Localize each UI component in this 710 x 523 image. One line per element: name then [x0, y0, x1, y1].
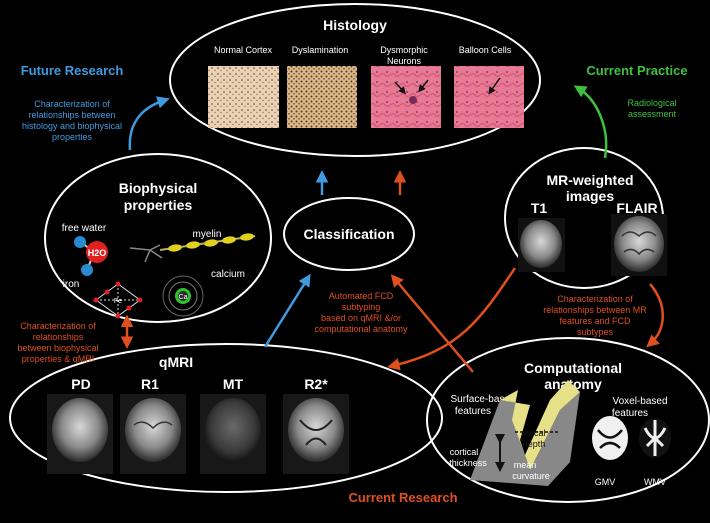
- biophys-qmri-note-line: relationships: [33, 332, 84, 342]
- classification-ellipse: [283, 197, 415, 271]
- biophys-qmri-note-line: between biophysical: [17, 343, 98, 353]
- computational-to-classification-arrow: [390, 274, 474, 373]
- histology-label-balloon-cells: Balloon Cells: [459, 45, 512, 55]
- fe-label: Fe: [114, 298, 122, 305]
- mr-fcd-note-line: Characterization of: [557, 294, 633, 304]
- calcium-atom-icon: [162, 275, 204, 317]
- future-note-line: properties: [52, 132, 93, 142]
- histology-label-dyslamination: Dyslamination: [292, 45, 349, 55]
- gmv-brain-map: [592, 416, 628, 460]
- automated-note-line: Automated FCD: [329, 291, 394, 301]
- histology-pointer-arrow: [488, 77, 501, 95]
- r1-brain: [125, 398, 181, 462]
- free-water-label: free water: [62, 223, 107, 234]
- biophysical-title-line: Biophysical: [119, 180, 198, 196]
- h2o-label: H2O: [88, 248, 107, 258]
- histology-image-dysmorphic-neurons: [371, 66, 441, 128]
- iron-label: iron: [63, 279, 80, 290]
- myelin-neuron-icon: [129, 233, 256, 263]
- water-molecule-icon: [74, 236, 108, 276]
- voxel-features-line: Voxel-based: [612, 396, 667, 407]
- qmri-map-label-mt: MT: [223, 376, 244, 392]
- mr-to-computational-arrow: [646, 283, 664, 348]
- histology-pointer-arrow: [418, 79, 429, 93]
- future-research-arrow: [128, 96, 170, 151]
- histology-label-normal-cortex: Normal Cortex: [214, 45, 273, 55]
- automated-note-line: subtyping: [342, 302, 381, 312]
- future-note-line: Characterization of: [34, 99, 110, 109]
- histology-title: Histology: [323, 17, 387, 33]
- r2star-vessels: [299, 419, 333, 446]
- current-practice-note-line: assessment: [628, 109, 677, 119]
- iron-crystal-icon: [93, 281, 143, 319]
- histology-pointer-arrow: [394, 81, 407, 95]
- myelin-label: myelin: [193, 229, 222, 240]
- pd-brain: [52, 398, 108, 462]
- flair-sulci: [621, 231, 657, 256]
- r1-sulci: [133, 421, 173, 430]
- surface-features-line: features: [455, 406, 491, 417]
- sulcal-depth-line: depth: [523, 439, 546, 449]
- future-note-line: histology and biophysical: [22, 121, 122, 131]
- future-note-line: relationships between: [28, 110, 115, 120]
- histology-image-balloon-cells: [454, 66, 524, 128]
- mr-fcd-note-line: features and FCD: [559, 316, 631, 326]
- histology-label-dysmorphic-1: Dysmorphic: [380, 45, 428, 55]
- sulcal-depth-line: sulcal: [522, 428, 545, 438]
- computational-title-line: anatomy: [544, 376, 602, 392]
- mr-fcd-note-line: relationships between MR: [543, 305, 647, 315]
- current-practice-title: Current Practice: [586, 63, 687, 78]
- qmri-title: qMRI: [159, 354, 193, 370]
- calcium-label: calcium: [211, 269, 245, 280]
- gmv-label: GMV: [595, 477, 616, 487]
- flair-brain: [614, 216, 664, 272]
- histology-ellipse: [169, 3, 541, 157]
- t1-brain: [520, 220, 562, 268]
- classification-title: Classification: [303, 226, 394, 242]
- flair-label: FLAIR: [616, 200, 657, 216]
- voxel-features-line: features: [612, 408, 648, 419]
- mr-weighted-title-line: images: [566, 188, 614, 204]
- biophys-qmri-note-line: properties & qMRI: [22, 354, 95, 364]
- wmv-brain-map: [639, 418, 671, 458]
- histology-image-dyslamination: [287, 66, 357, 128]
- mr-weighted-title-line: MR-weighted: [546, 172, 633, 188]
- histology-label-dysmorphic-2: Neurons: [387, 56, 422, 66]
- current-research-title: Current Research: [348, 490, 457, 505]
- surface-features-line: Surface-based: [450, 394, 515, 405]
- biophysical-ellipse: [44, 153, 272, 323]
- neuron-cell: [409, 96, 417, 104]
- cortical-fold-icon: [470, 380, 580, 486]
- cortical-thickness-line: thickness: [449, 458, 487, 468]
- qmri-to-classification-arrow: [263, 273, 311, 348]
- qmri-ellipse: [9, 343, 443, 493]
- computational-title-line: Computational: [524, 360, 622, 376]
- automated-note-line: computational anatomy: [314, 324, 408, 334]
- current-practice-arrow: [573, 85, 608, 159]
- qmri-map-label-pd: PD: [71, 376, 90, 392]
- qmri-map-label-r1: R1: [141, 376, 159, 392]
- mr-to-qmri-arrow: [387, 267, 517, 371]
- computational-ellipse: [426, 337, 710, 503]
- qmri-map-label-r2star: R2*: [304, 376, 328, 392]
- cortical-thickness-line: cortical: [450, 447, 479, 457]
- histology-image-normal-cortex: [208, 66, 279, 128]
- mean-curvature-line: curvature: [512, 471, 550, 481]
- current-practice-note-line: Radiological: [627, 98, 676, 108]
- biophysical-title-line: properties: [124, 197, 193, 213]
- automated-note-line: based on qMRI &/or: [321, 313, 401, 323]
- mt-brain: [205, 398, 261, 462]
- biophys-qmri-note-line: Characterization of: [20, 321, 96, 331]
- mr-fcd-note-line: subtypes: [577, 327, 614, 337]
- ca-label: Ca: [179, 294, 188, 301]
- future-research-title: Future Research: [21, 63, 124, 78]
- wmv-label: WMV: [644, 477, 666, 487]
- mean-curvature-line: mean: [514, 460, 537, 470]
- t1-label: T1: [531, 200, 548, 216]
